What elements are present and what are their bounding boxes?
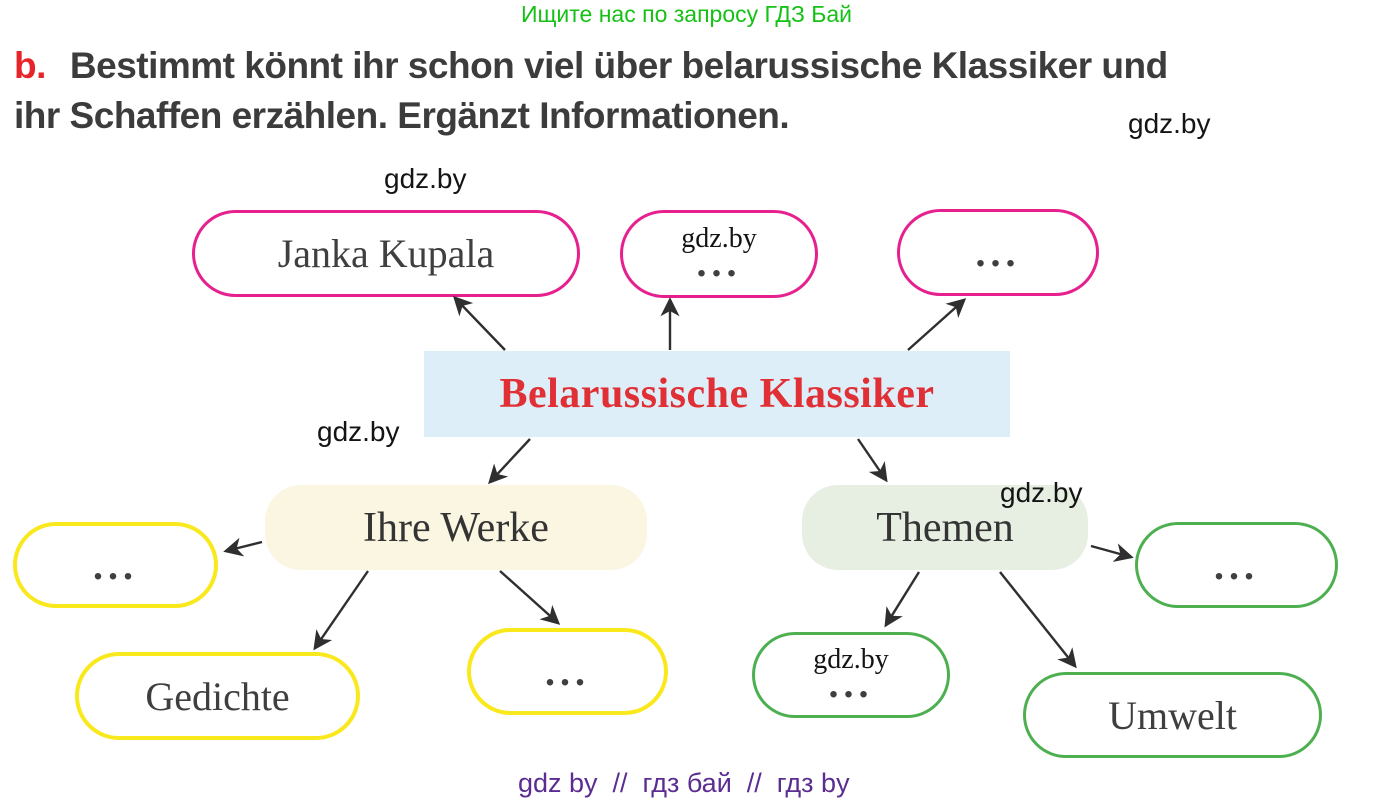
arrow-themen-to-dots-right [1090,543,1134,562]
arrow-center-to-werke [488,438,531,485]
node-placeholder-yellow-2: ... [467,628,668,715]
heading-text-1: Bestimmt könnt ihr schon viel über belar… [69,45,1168,86]
node-umwelt: Umwelt [1023,672,1322,758]
node-placeholder-yellow-1: ... [13,522,218,608]
node-label: ... [1214,542,1259,588]
arrow-center-to-pink3 [907,298,967,351]
gdz-watermark: gdz.by [681,222,757,254]
node-center-belarussische-klassiker: Belarussische Klassiker [424,351,1010,437]
node-label: ... [545,649,590,694]
node-janka-kupala: Janka Kupala [192,210,580,297]
node-label: Janka Kupala [277,231,495,276]
arrow-themen-to-umwelt [999,571,1077,669]
arrow-werke-to-dots2 [499,570,561,625]
node-label: ... [93,542,138,588]
node-label: Ihre Werke [363,504,549,551]
node-placeholder-pink-2: gdz.by ... [620,210,818,298]
heading-text-2: ihr Schaffen erzählen. Ergänzt Informati… [14,95,790,136]
exercise-heading-line1: b. Bestimmt könnt ihr schon viel über bel… [14,44,1168,88]
node-label: Themen [876,504,1014,551]
arrow-werke-to-dots-left [223,537,263,557]
exercise-heading-line2: ihr Schaffen erzählen. Ergänzt Informati… [14,94,790,138]
gdz-watermark: gdz.by [1128,108,1211,139]
arrow-themen-to-gdots [884,571,921,628]
node-label: Belarussische Klassiker [499,371,935,417]
footer-watermark-text: gdz by // гдз бай // гдз by [518,768,850,798]
node-placeholder-pink-3: ... [897,209,1099,296]
gdz-watermark: gdz.by [1000,477,1083,508]
exercise-letter: b. [14,45,46,86]
gdz-watermark: gdz.by [317,416,400,447]
node-placeholder-green-1: ... [1135,522,1338,608]
node-label: ... [696,239,742,285]
gdz-watermark: gdz.by [813,643,889,675]
node-gedichte: Gedichte [75,652,360,740]
arrow-werke-to-gedichte [313,570,369,651]
node-label: Gedichte [145,673,290,719]
node-placeholder-green-2: gdz.by ... [752,632,950,718]
arrow-center-to-janka [453,295,506,351]
node-label: Umwelt [1108,692,1237,738]
node-label: ... [828,660,874,706]
node-label: ... [975,230,1021,275]
node-ihre-werke: Ihre Werke [265,485,647,570]
arrow-center-to-themen [857,438,888,483]
node-themen: Themen [802,485,1088,570]
top-banner-text: Ищите нас по запросу ГДЗ Бай [520,1,853,27]
gdz-watermark: gdz.by [384,163,467,194]
